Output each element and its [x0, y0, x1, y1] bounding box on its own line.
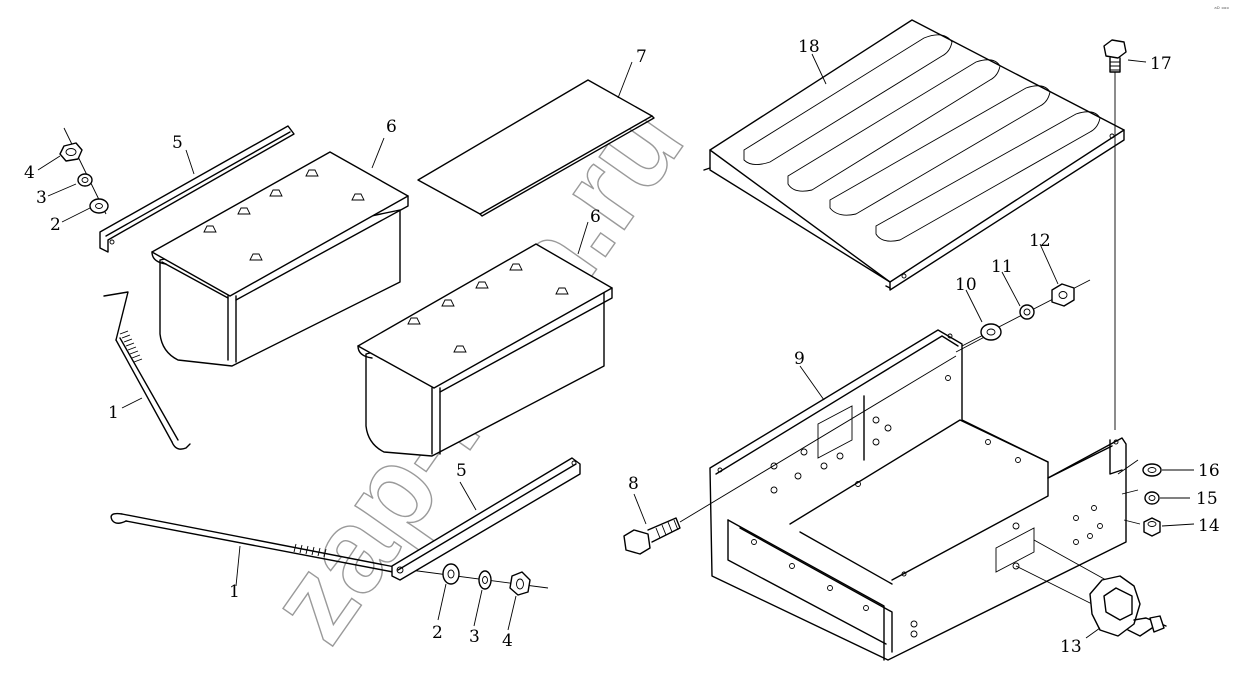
nut-washer-stack-right — [961, 279, 1091, 347]
callouts: 4 3 2 5 1 6 6 7 18 17 9 10 11 12 8 5 1 2… — [24, 37, 1220, 657]
bolt-top-right — [1103, 39, 1127, 430]
callout-5-upper: 5 — [172, 133, 183, 153]
callout-4-upper: 4 — [24, 163, 35, 183]
callout-15: 15 — [1196, 489, 1218, 509]
hold-down-bar-upper — [99, 125, 295, 253]
leader-lines — [37, 53, 1195, 639]
bolt-side — [623, 355, 957, 555]
battery-tray — [709, 329, 1127, 661]
rod-lower — [110, 512, 549, 589]
nut-washer-stack-lower-right — [1117, 459, 1162, 537]
callout-18: 18 — [798, 37, 820, 57]
callout-11: 11 — [991, 257, 1013, 277]
callout-8: 8 — [628, 474, 639, 494]
callout-10: 10 — [955, 275, 977, 295]
rubber-mat — [417, 79, 655, 217]
callout-2-upper: 2 — [50, 215, 61, 235]
rod-upper — [103, 291, 191, 450]
callout-4-lower: 4 — [502, 631, 513, 651]
callout-7: 7 — [636, 47, 647, 67]
battery-lower — [357, 243, 613, 457]
battery-switch — [1015, 539, 1167, 637]
callout-16: 16 — [1198, 461, 1220, 481]
corner-mark: ᵃᴰ ᵒᵒᵒ — [1214, 6, 1229, 13]
nut-washer-stack-upper — [59, 127, 109, 215]
callout-12: 12 — [1029, 231, 1051, 251]
callout-5-lower: 5 — [456, 461, 467, 481]
cover — [703, 19, 1125, 291]
callout-1-upper: 1 — [108, 403, 119, 423]
callout-13: 13 — [1060, 637, 1082, 657]
callout-3-lower: 3 — [469, 627, 480, 647]
callout-6-lower: 6 — [590, 207, 601, 227]
battery-upper — [151, 151, 409, 367]
callout-6-upper: 6 — [386, 117, 397, 137]
nut-washer-stack-lower — [442, 563, 531, 596]
callout-17: 17 — [1150, 54, 1172, 74]
callout-9: 9 — [794, 349, 805, 369]
hold-down-bar-lower — [391, 457, 581, 581]
callout-3-upper: 3 — [36, 188, 47, 208]
callout-2-lower: 2 — [432, 623, 443, 643]
callout-1-lower: 1 — [229, 582, 240, 602]
callout-14: 14 — [1198, 516, 1220, 536]
